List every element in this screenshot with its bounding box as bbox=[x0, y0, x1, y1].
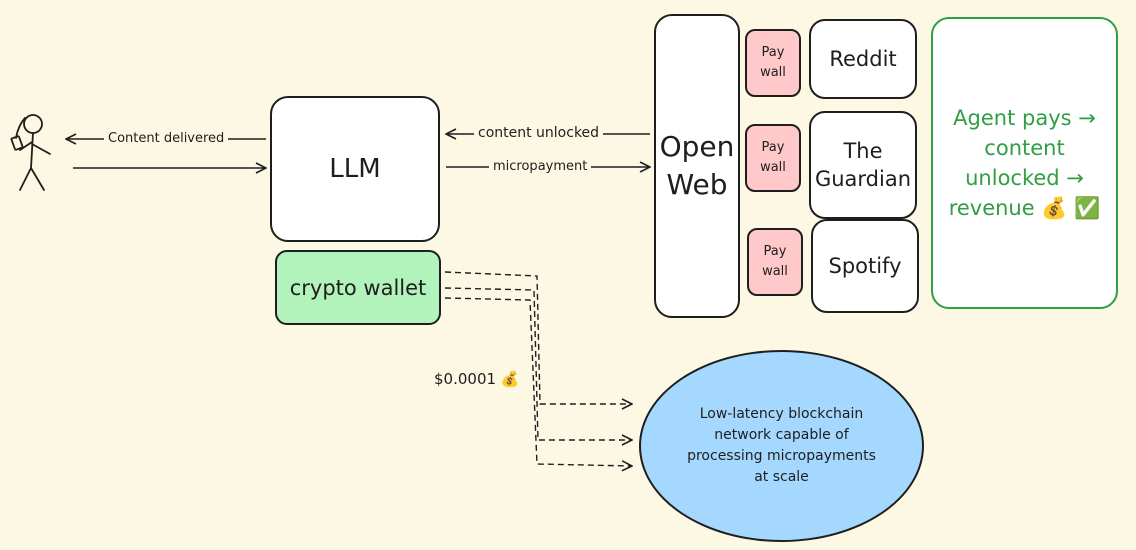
paywall-label-line-2: wall bbox=[760, 65, 786, 80]
label-content-unlocked: content unlocked bbox=[474, 125, 604, 141]
result-line-1: Agent pays → bbox=[953, 106, 1096, 130]
dashed-payment-connectors bbox=[444, 271, 632, 466]
site-guardian-label-line-2: Guardian bbox=[814, 167, 912, 191]
site-reddit: Reddit bbox=[809, 19, 917, 99]
paywall-spotify: Pay wall bbox=[747, 228, 803, 296]
site-spotify-label: Spotify bbox=[828, 254, 902, 278]
paywall-reddit: Pay wall bbox=[745, 29, 801, 97]
site-spotify: Spotify bbox=[811, 219, 919, 313]
result-line-3: unlocked → bbox=[965, 166, 1084, 190]
crypto-wallet-label: crypto wallet bbox=[289, 275, 427, 300]
result-line-2: content bbox=[984, 136, 1065, 160]
site-reddit-label: Reddit bbox=[829, 47, 897, 71]
label-content-delivered: Content delivered bbox=[104, 131, 229, 146]
result-line-4: revenue 💰 ✅ bbox=[948, 196, 1101, 220]
blockchain-network-node: Low-latency blockchain network capable o… bbox=[639, 350, 924, 542]
paywall-label-line-2: wall bbox=[762, 264, 788, 279]
paywall-label-line-2: wall bbox=[760, 160, 786, 175]
crypto-wallet-node: crypto wallet bbox=[275, 250, 441, 325]
payment-amount-label: $0.0001 💰 bbox=[434, 370, 520, 388]
llm-node: LLM bbox=[270, 96, 440, 242]
llm-label: LLM bbox=[329, 154, 381, 184]
paywall-label-line-1: Pay bbox=[763, 244, 787, 259]
paywall-label-line-1: Pay bbox=[761, 45, 785, 60]
open-web-label-line-1: Open bbox=[659, 130, 735, 163]
label-micropayment: micropayment bbox=[489, 159, 592, 174]
open-web-node: Open Web bbox=[654, 14, 740, 318]
blockchain-label: Low-latency blockchain network capable o… bbox=[687, 406, 876, 485]
revenue-outcome-node: Agent pays → content unlocked → revenue … bbox=[931, 17, 1118, 309]
paywall-guardian: Pay wall bbox=[745, 124, 801, 192]
open-web-label-line-2: Web bbox=[666, 168, 728, 201]
site-guardian: The Guardian bbox=[809, 111, 917, 219]
paywall-label-line-1: Pay bbox=[761, 140, 785, 155]
site-guardian-label-line-1: The bbox=[843, 139, 883, 163]
user-stick-figure-icon bbox=[10, 114, 51, 191]
